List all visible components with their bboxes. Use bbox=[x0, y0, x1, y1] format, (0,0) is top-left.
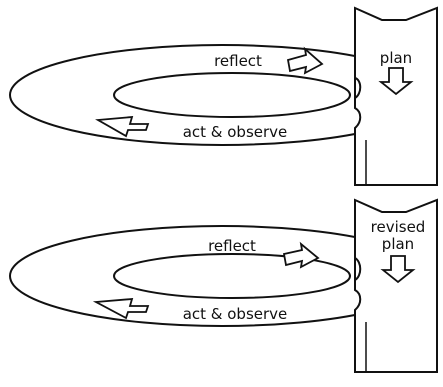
cycle-2-down-arrow-icon bbox=[380, 255, 416, 284]
cycle-2-plan-label: plan bbox=[382, 235, 414, 253]
cycle-2-reflect-label: reflect bbox=[208, 237, 256, 255]
cycle-1-inner-ring bbox=[113, 72, 351, 118]
cycle-2: revised plan reflect act & observe bbox=[9, 198, 438, 373]
cycle-2-act-arrow-icon bbox=[92, 297, 150, 320]
cycle-2-inner-ring bbox=[113, 253, 351, 299]
cycle-2-act-observe-label: act & observe bbox=[183, 305, 288, 323]
cycle-1-plan-column bbox=[354, 6, 438, 186]
cycle-2-revised-label: revised bbox=[371, 218, 426, 236]
cycle-1-ring-join bbox=[354, 77, 362, 99]
cycle-1-act-arrow-icon bbox=[95, 115, 150, 138]
cycle-1-reflect-arrow-icon bbox=[286, 46, 324, 75]
cycle-2-ring-join bbox=[354, 257, 362, 281]
cycle-1-reflect-label: reflect bbox=[214, 52, 262, 70]
cycle-1-act-observe-label: act & observe bbox=[183, 123, 288, 141]
cycle-2-reflect-arrow-icon bbox=[282, 241, 320, 269]
cycle-1-down-arrow-icon bbox=[378, 67, 414, 96]
cycle-1: plan reflect act & observe bbox=[9, 6, 438, 186]
cycle-1-plan-label: plan bbox=[380, 49, 412, 67]
cycle-2-revised-plan-column bbox=[354, 198, 438, 373]
